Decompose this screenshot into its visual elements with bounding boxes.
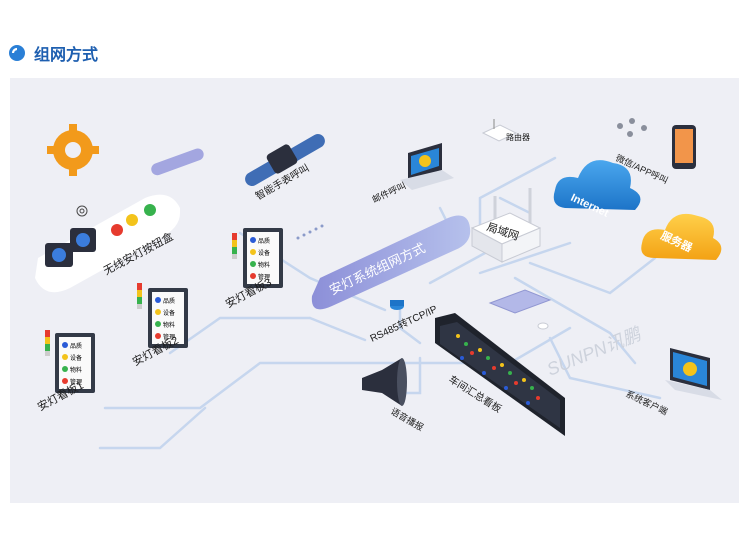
andon-board-1: 品质 设备 物料 管理 安灯看板1: [35, 330, 95, 414]
section-bullet-icon: [9, 45, 25, 61]
workshop-summary-board: 车间汇总看板: [435, 313, 565, 436]
keyboard-icon: [488, 289, 552, 330]
board3-row-3: 物料: [258, 261, 270, 269]
network-banner: 安灯系统组网方式: [311, 215, 471, 310]
wifi-icon: [76, 205, 88, 217]
lan-router-icon: 局域网: [470, 188, 542, 263]
section-header: 组网方式: [8, 40, 98, 66]
wireless-button-box: 无线安灯按钮盒: [35, 124, 204, 293]
yellow-button-icon: [126, 214, 138, 226]
client-laptop-icon: 系统客户端: [624, 348, 722, 417]
speaker-icon: 语音播报: [362, 358, 426, 433]
andon-board-3: 品质 设备 物料 管理 安灯看板3: [223, 228, 283, 311]
server-cloud-icon: 服务器: [641, 213, 722, 260]
board1-row-2: 设备: [70, 354, 82, 362]
green-button-icon: [144, 204, 156, 216]
watermark-logo: SUNPN讯鹏: [544, 323, 645, 379]
board1-row-4: 管理: [70, 378, 82, 386]
board1-row-1: 品质: [70, 342, 82, 350]
client-label: 系统客户端: [624, 388, 669, 417]
board3-row-2: 设备: [258, 249, 270, 257]
voice-label: 语音播报: [389, 405, 426, 433]
phone-icon: [672, 125, 696, 169]
router-label: 路由器: [506, 132, 530, 142]
board1-row-3: 物料: [70, 366, 82, 374]
internet-cloud-icon: Internet: [553, 160, 641, 220]
dotted-connector: [296, 224, 324, 240]
network-diagram-panel: 无线安灯按钮盒 品质 设备 物料 管理 安灯看板2 品质 设备 物料 管理 安灯…: [10, 78, 739, 503]
board3-row-4: 管理: [258, 273, 270, 281]
smart-watch-icon: 智能手表呼叫: [245, 134, 325, 203]
router-icon: 路由器: [481, 119, 530, 142]
andon-board-2: 品质 设备 物料 管理 安灯看板2: [130, 283, 188, 369]
dash-bar-decoration: [151, 148, 204, 176]
board2-row-4: 管理: [163, 333, 175, 341]
board2-row-3: 物料: [163, 321, 175, 329]
gear-icon: [47, 124, 99, 176]
mail-call-label: 邮件呼叫: [370, 180, 407, 205]
app-icons-cluster: [617, 118, 647, 137]
mail-laptop-icon: 邮件呼叫: [370, 143, 454, 205]
button-box-device-2: [70, 228, 96, 252]
button-box-device-1: [45, 243, 73, 267]
board2-row-1: 品质: [163, 297, 175, 305]
board2-row-2: 设备: [163, 309, 175, 317]
network-diagram: 无线安灯按钮盒 品质 设备 物料 管理 安灯看板2 品质 设备 物料 管理 安灯…: [35, 118, 722, 450]
board3-row-1: 品质: [258, 237, 270, 245]
red-button-icon: [111, 224, 123, 236]
section-title: 组网方式: [34, 45, 99, 64]
